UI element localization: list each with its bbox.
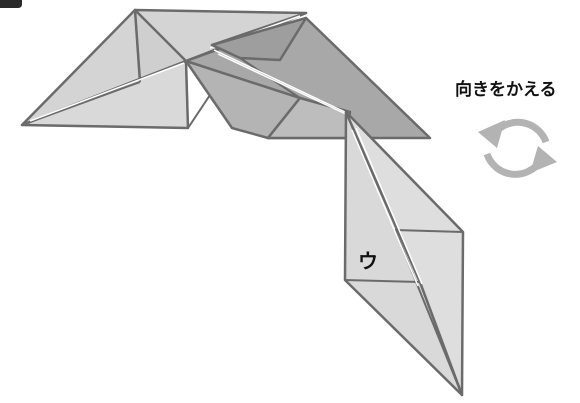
point-label: ウ [358,249,378,273]
lower-flap-double-crease [351,127,423,287]
center-body-double-crease [213,49,351,117]
rotate-arrowheads [478,120,557,173]
center-body [184,16,432,140]
step-number-marker [0,0,22,8]
rotate-instruction: 向きをかえる [455,80,557,100]
